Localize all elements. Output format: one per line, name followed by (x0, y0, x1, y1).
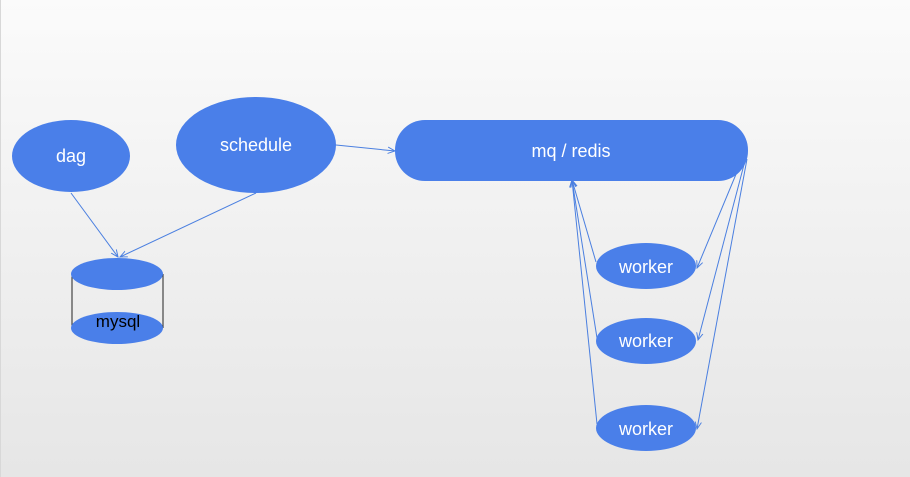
node-mq-redis-shape (395, 120, 748, 181)
node-worker-3[interactable]: worker (596, 405, 696, 451)
node-worker-2-shape (596, 318, 696, 364)
node-mq-redis-label: mq / redis (531, 141, 610, 161)
node-worker-2-label: worker (618, 331, 673, 351)
node-worker-1-label: worker (618, 257, 673, 277)
node-worker-1-shape (596, 243, 696, 289)
node-schedule[interactable]: schedule (176, 97, 336, 193)
edge-schedule-to-mysql (120, 192, 257, 257)
node-mysql-bottom (71, 312, 163, 344)
node-dag[interactable]: dag (12, 120, 130, 192)
node-mysql-top (71, 258, 163, 290)
node-dag-shape (12, 120, 130, 192)
node-worker-3-label: worker (618, 419, 673, 439)
edge-schedule-to-mq (335, 144, 395, 151)
node-worker-1[interactable]: worker (596, 243, 696, 289)
node-mq-redis[interactable]: mq / redis (395, 120, 748, 181)
node-schedule-label: schedule (220, 135, 292, 155)
edges (70, 144, 748, 429)
edge-worker-1-to-mq (572, 180, 597, 263)
edge-dag-to-mysql (70, 192, 118, 257)
node-mysql[interactable]: mysql (71, 258, 164, 344)
node-dag-label: dag (56, 146, 86, 166)
edge-mq-to-worker-3 (697, 158, 748, 429)
edge-worker-3-to-mq (572, 180, 598, 425)
node-mysql-label: mysql (96, 312, 140, 331)
canvas-left-border (0, 0, 1, 477)
node-worker-2[interactable]: worker (596, 318, 696, 364)
node-worker-3-shape (596, 405, 696, 451)
edge-worker-2-to-mq (572, 180, 598, 339)
edge-mq-to-worker-2 (698, 156, 747, 340)
node-schedule-shape (176, 97, 336, 193)
